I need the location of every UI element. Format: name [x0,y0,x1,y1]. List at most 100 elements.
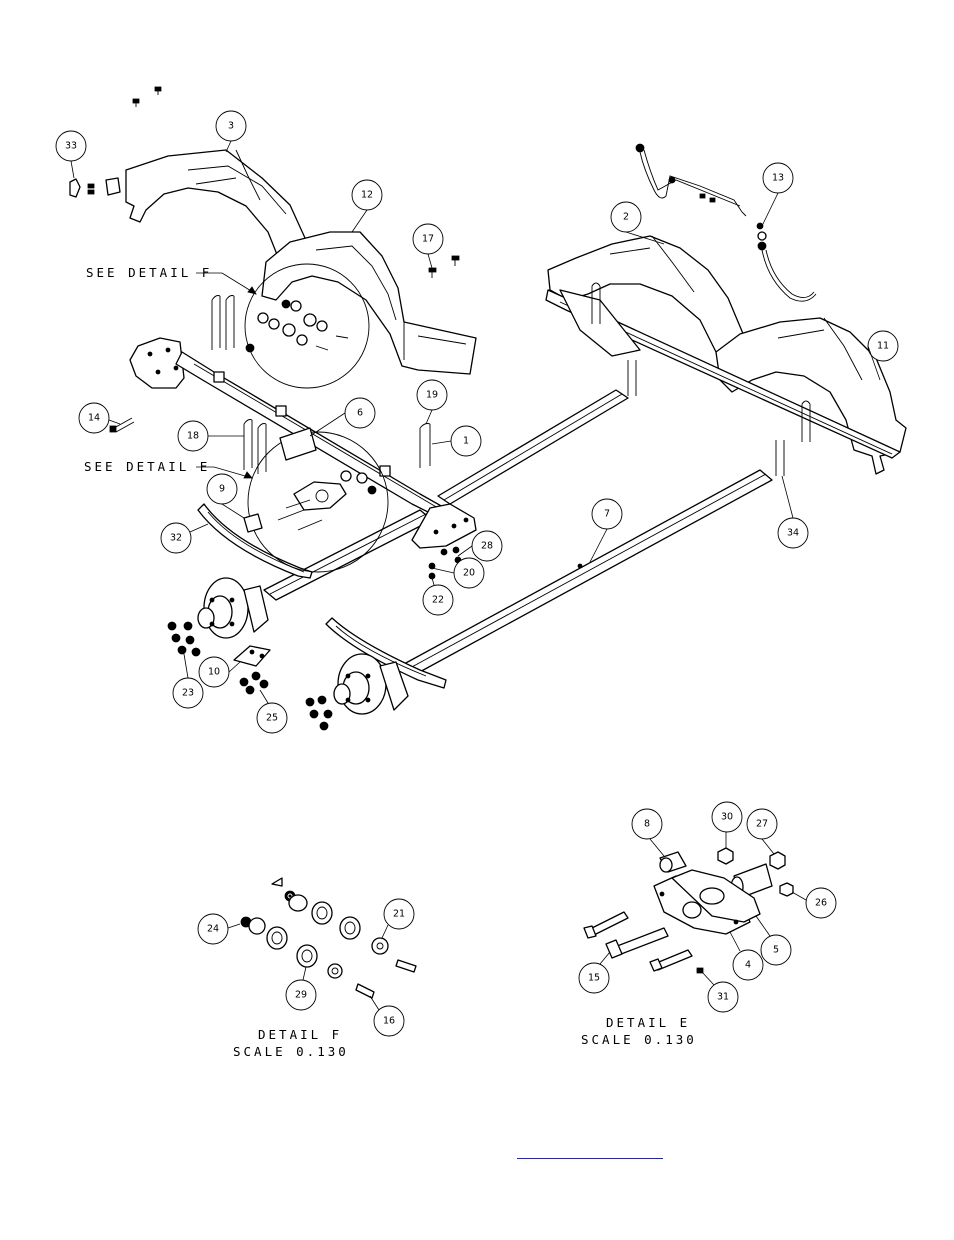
callout-21: 21 [383,898,415,930]
callout-11: 11 [867,330,899,362]
callout-18: 18 [177,420,209,452]
callout-1: 1 [450,425,482,457]
detail-e-zone [243,427,389,573]
detail-f-title: DETAIL F [258,1027,342,1042]
callout-13: 13 [762,162,794,194]
callout-19: 19 [416,379,448,411]
svg-text:22: 22 [432,595,444,606]
callout-17: 17 [412,223,444,255]
callout-24: 24 [197,913,229,945]
callout-22: 22 [422,584,454,616]
callout-27: 27 [746,808,778,840]
detail-e-title: DETAIL E [606,1015,690,1030]
callout-14: 14 [78,402,110,434]
detail-e-view [583,847,794,974]
brake-line [635,143,817,302]
detail-f-scale: SCALE 0.130 [233,1044,349,1059]
svg-text:2: 2 [623,212,629,223]
callout-29: 29 [285,979,317,1011]
svg-text:21: 21 [393,909,405,920]
callout-4: 4 [732,949,764,981]
see-detail-e-note: SEE DETAIL E [84,459,253,479]
callout-9: 9 [206,473,238,505]
svg-text:34: 34 [787,528,799,539]
fender-left-rear [125,149,306,263]
callout-34: 34 [777,517,809,549]
u-bolt-center [243,419,431,474]
svg-text:10: 10 [208,667,220,678]
callout-8: 8 [631,808,663,840]
svg-text:17: 17 [422,234,434,245]
lug-nuts [167,621,333,731]
screw-hardware [132,86,162,107]
callout-16: 16 [373,1005,405,1037]
detail-e-leaders [599,832,807,986]
callout-2: 2 [610,201,642,233]
footer-link-underline[interactable] [517,1146,663,1159]
callout-15: 15 [578,962,610,994]
svg-text:30: 30 [721,812,733,823]
leader-lines [70,140,881,704]
svg-text:1: 1 [463,436,469,447]
clamp-hardware [69,177,121,198]
svg-text:25: 25 [266,713,278,724]
svg-text:20: 20 [463,568,475,579]
svg-text:7: 7 [604,509,610,520]
svg-text:9: 9 [219,484,225,495]
hanger-bracket-left [129,337,185,389]
svg-text:SEE DETAIL E: SEE DETAIL E [84,459,210,474]
svg-text:19: 19 [426,390,438,401]
callout-12: 12 [351,179,383,211]
detail-f-zone [244,263,370,389]
svg-text:5: 5 [773,945,779,956]
wheel-hub-right [333,653,409,715]
svg-text:32: 32 [170,533,182,544]
svg-text:33: 33 [65,141,77,152]
svg-text:26: 26 [815,898,827,909]
u-bolt-right [591,282,811,476]
svg-text:28: 28 [481,541,493,552]
bolt-hardware [428,255,460,278]
svg-text:13: 13 [772,173,784,184]
callout-26: 26 [805,887,837,919]
callout-6: 6 [344,397,376,429]
svg-text:31: 31 [717,992,729,1003]
svg-text:12: 12 [361,190,373,201]
callout-31: 31 [707,981,739,1013]
svg-text:8: 8 [644,819,650,830]
fender-left-front [261,231,477,375]
svg-text:24: 24 [207,924,219,935]
tie-plate [233,645,271,667]
svg-text:18: 18 [187,431,199,442]
wheel-hub-left [197,577,269,639]
svg-text:16: 16 [383,1016,395,1027]
svg-text:4: 4 [745,960,751,971]
bolt-14 [109,417,135,433]
svg-text:15: 15 [588,973,600,984]
callout-30: 30 [711,801,743,833]
callout-5: 5 [760,934,792,966]
detail-f-view [240,877,417,999]
callout-3: 3 [215,110,247,142]
callout-33: 33 [55,130,87,162]
callout-7: 7 [591,498,623,530]
callout-28: 28 [471,530,503,562]
axle-tube-left [263,509,433,601]
axle-tube-upper [437,389,629,505]
detail-f-leaders [227,923,389,1011]
callout-23: 23 [172,677,204,709]
svg-text:14: 14 [88,413,100,424]
svg-text:6: 6 [357,408,363,419]
leaf-spring-right [325,617,447,689]
u-bolt-upper-left [211,295,235,350]
hanger-bracket-center [411,503,477,580]
svg-text:29: 29 [295,990,307,1001]
svg-text:27: 27 [756,819,768,830]
callout-10: 10 [198,656,230,688]
callout-25: 25 [256,702,288,734]
detail-e-scale: SCALE 0.130 [581,1032,697,1047]
callout-32: 32 [160,522,192,554]
svg-text:11: 11 [877,341,889,352]
